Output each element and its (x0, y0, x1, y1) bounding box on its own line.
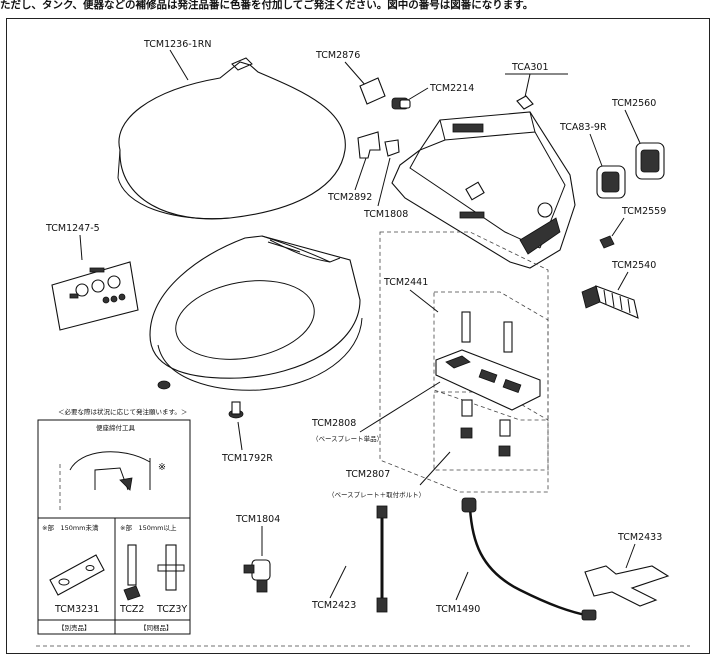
leader-tcm2433 (625, 543, 636, 569)
part-tcm2540 (581, 285, 639, 319)
label-tcm2807: TCM2807 (345, 469, 390, 480)
part-tcm2559 (599, 235, 615, 249)
part-tcm2560 (635, 142, 665, 180)
inset-mark: ※ (158, 462, 166, 473)
leader-tcm1490 (455, 571, 469, 601)
inset-col2-head: ※部 150mm以上 (120, 523, 177, 532)
part-tcm1808 (384, 139, 400, 157)
inset-foot1: 【別売品】 (58, 623, 91, 632)
remote-control (51, 261, 139, 331)
part-tcm2433 (584, 565, 670, 607)
part-tcm2876 (359, 77, 386, 105)
tool-tcz2 (123, 544, 141, 601)
label-tcm1236: TCM1236-1RN (143, 39, 211, 50)
part-tcm1804 (243, 559, 271, 593)
leader-tcm1247 (79, 234, 83, 261)
leader-tcm2441 (409, 289, 439, 313)
leader-tcm2214 (407, 87, 429, 101)
label-tcm2540: TCM2540 (611, 260, 656, 271)
instruction-note: ただし、タンク、便器などの補修品は発注品番に色番を付加してご発注ください。図中の… (0, 0, 534, 11)
seat-lid (117, 57, 346, 220)
leader-tcm2807 (419, 451, 451, 486)
label-tcm1804: TCM1804 (235, 514, 280, 525)
label-tcm2433: TCM2433 (617, 532, 662, 543)
label-tcm2559: TCM2559 (621, 206, 666, 217)
inset-part3: TCZ3Y (156, 604, 187, 615)
part-tca83 (596, 165, 626, 199)
inset-caption: ＜必要な際は状況に応じて発注願います。＞ (58, 407, 187, 416)
leader-tcm2808 (359, 381, 441, 433)
part-tcm1490 (461, 497, 597, 621)
leader-tcm1808 (377, 157, 391, 207)
leader-tcm1236 (169, 49, 189, 81)
part-tcm2423 (376, 505, 388, 613)
leader-tcm2876 (344, 61, 367, 87)
inset-part2: TCZ2 (119, 604, 144, 615)
leader-tcm2560 (624, 109, 641, 144)
leader-tcm2559 (611, 217, 625, 237)
inset-box (37, 419, 191, 635)
leader-tca83 (589, 133, 603, 167)
leader-tcm1792 (237, 421, 243, 451)
label-tcm2892: TCM2892 (327, 192, 372, 203)
base-plate (435, 311, 541, 457)
label-tcm1792: TCM1792R (221, 453, 273, 464)
leader-tcm2892 (354, 157, 367, 191)
label-tcm2214: TCM2214 (429, 83, 474, 94)
seat-ring (149, 235, 363, 391)
label-tcm1808: TCM1808 (363, 209, 408, 220)
label-tcm2808-sub: （ベースプレート単品） (312, 434, 383, 443)
inset-foot2: 【同梱品】 (140, 623, 173, 632)
label-tca83: TCA83-9R (559, 122, 607, 133)
label-tcm2807-sub: （ベースプレート＋取付ボルト） (328, 490, 425, 499)
inset-tool-label: 便座締付工具 (96, 423, 136, 432)
tool-tcm3231 (49, 554, 105, 596)
part-tcm2892 (357, 131, 381, 159)
part-tca301 (516, 95, 534, 110)
main-unit (391, 111, 576, 269)
baseplate-region (379, 231, 549, 493)
leader-tca301-b (524, 73, 531, 98)
label-tca301: TCA301 (511, 62, 549, 73)
part-tcm2214 (391, 97, 411, 110)
label-tcm2876: TCM2876 (315, 50, 360, 61)
label-tcm2560: TCM2560 (611, 98, 656, 109)
label-tcm1247: TCM1247-5 (45, 223, 100, 234)
label-tcm2808: TCM2808 (311, 418, 356, 429)
part-tcm1792 (228, 401, 244, 419)
inset-part1: TCM3231 (54, 604, 99, 615)
inset-col1-head: ※部 150mm未満 (42, 523, 99, 532)
leader-tcm2423 (329, 565, 347, 599)
label-tcm1490: TCM1490 (435, 604, 480, 615)
label-tcm2423: TCM2423 (311, 600, 356, 611)
label-tcm2441: TCM2441 (383, 277, 428, 288)
tool-tcz3y (157, 544, 185, 591)
leader-tcm2540 (617, 271, 629, 291)
